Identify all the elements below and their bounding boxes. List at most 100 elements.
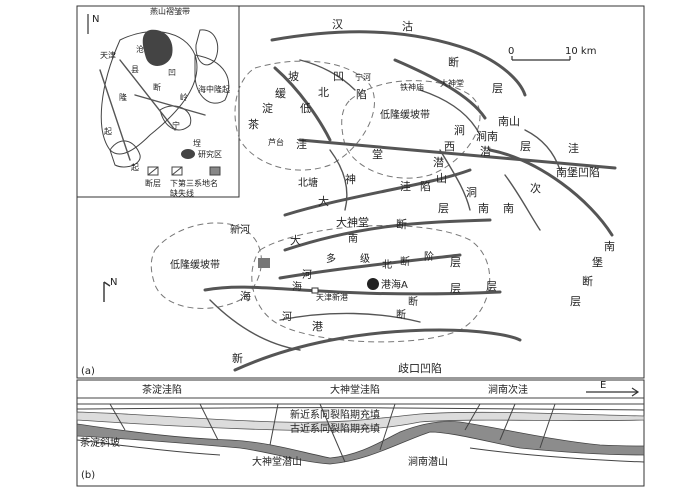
inset-yan: 埕 [193,138,201,148]
label-he: 河 [302,269,312,281]
inset-cang: 沧 [136,44,144,54]
label-dian: 淀 [262,101,273,115]
fault-hangu-top [270,30,527,97]
map-labels: 汉 沽 断 层 铁神庙 大神堂 宁河 坡 缓 淀 茶 低 北 凹 陷 洼 低隆缓… [81,18,615,377]
label-po: 坡 [288,70,299,83]
label-cha: 茶 [248,118,259,131]
label-ceng-h2: 层 [486,280,497,293]
label-jian: 涧 [454,124,465,137]
inset-qi2: 起 [131,163,139,172]
fault-dashentang-south [283,218,492,252]
label-bei-jie: 北 [382,259,392,271]
inset-huazhong: 海中隆起 [198,84,230,94]
legend-study-area: 研究区 [198,149,222,159]
label-tang: 堂 [372,148,383,161]
label-xi: 西 [444,140,455,153]
well-marker [367,278,379,290]
label-dashentang-small: 大神堂 [440,78,464,88]
label-gang: 港 [312,320,323,333]
legend-study-area-symbol [181,149,195,159]
legend-third-system: 下第三系地名 [170,178,218,188]
label-nanpu: 南堡凹陷 [556,165,600,179]
fault-gang [233,328,522,372]
label-nan-mid: 南 [348,232,358,245]
inset-yanshan: 燕山褶皱带 [150,6,190,16]
label-jie: 级 [360,253,370,265]
label-longzai: 低隆缓坡带 [170,258,220,271]
fault-haihe [203,285,502,296]
label-he2: 河 [282,311,292,323]
label-wa: 洼 [296,137,307,151]
label-duan-g: 断 [396,308,406,321]
label-qian: 潜 [433,155,444,169]
label-dashentang: 大神堂 [336,215,369,229]
label-ao: 凹 [333,70,344,83]
label-shan: 山 [436,172,447,185]
label-ceng-h: 层 [450,282,461,295]
label-da: 大 [318,194,329,208]
label-duan-mid: 断 [396,217,407,231]
label-nan2: 南 [478,202,489,215]
inset-long: 隆 [119,92,127,102]
label-shen: 神 [345,172,356,186]
east-label: E [600,380,606,391]
label-gu: 沽 [402,20,413,33]
label-bei-mid: 北 [318,86,329,99]
label-hai2: 海 [240,289,251,303]
scale-bar: 0 10 km [508,46,596,61]
label-beitang: 北塘 [298,176,318,189]
label-xin: 新 [232,351,243,365]
label-jian2: 洞 [466,186,477,199]
legend-third-symbol [171,166,183,176]
inset-qi: 起 [104,127,112,136]
label-jianan: 涧南 [476,130,498,143]
section-bottom-left: 大神堂潜山 [252,455,302,468]
cross-section [76,387,645,465]
fault-nanpu [488,148,614,237]
label-wa3: 洼 [400,179,411,193]
label-qikou: 歧口凹陷 [398,361,442,375]
inset-duan: 断 [153,82,161,92]
inset-ning: 宁 [172,120,180,130]
section-top-3: 涧南次洼 [488,383,528,396]
fault-cross [298,138,617,170]
inset-north-label: N [92,14,99,25]
label-di: 低 [300,102,311,115]
label-gangA: 港海A [381,278,408,291]
label-qian2: 潜 [480,144,491,158]
north-label: N [110,277,117,288]
label-ceng-jie: 层 [450,256,461,269]
section-bottom-right: 涧南潜山 [408,455,448,468]
label-ceng-mid: 层 [438,202,449,215]
boundary-low-slope [341,80,481,179]
label-lugu: 芦台 [268,137,284,147]
xinhe-block [258,258,270,268]
scale-start: 0 [508,46,514,57]
fault-chadian [273,66,332,142]
tianjin-port-marker [311,287,319,294]
label-ceng-r: 层 [520,140,531,153]
legend-place-symbol [209,166,221,176]
label-low-slope: 低隆缓坡带 [380,108,430,121]
label-duo: 多 [326,252,336,265]
inset-duanling: 岭 [180,92,188,102]
label-tiezhuang: 铁神庙 [400,82,424,92]
label-pu: 堡 [592,255,603,269]
label-tianjin-xin: 天津新港 [316,292,348,302]
scale-end: 10 km [565,46,596,57]
label-ci: 次 [530,181,541,195]
label-huan: 缓 [275,87,286,100]
boundary-xinhe [150,222,262,309]
label-duan-top: 断 [448,55,459,69]
inset-xian: 县 [131,65,139,74]
fault-multistep [278,253,462,280]
label-nanshan: 南山 [498,115,520,128]
north-arrow: N [103,277,117,302]
legend-fault: 断层 [145,178,161,188]
legend-fault-symbol [147,166,159,176]
panel-b-label: (b) [81,470,95,481]
label-duan-jie: 断 [400,255,410,268]
label-ceng-rr: 层 [570,295,581,308]
